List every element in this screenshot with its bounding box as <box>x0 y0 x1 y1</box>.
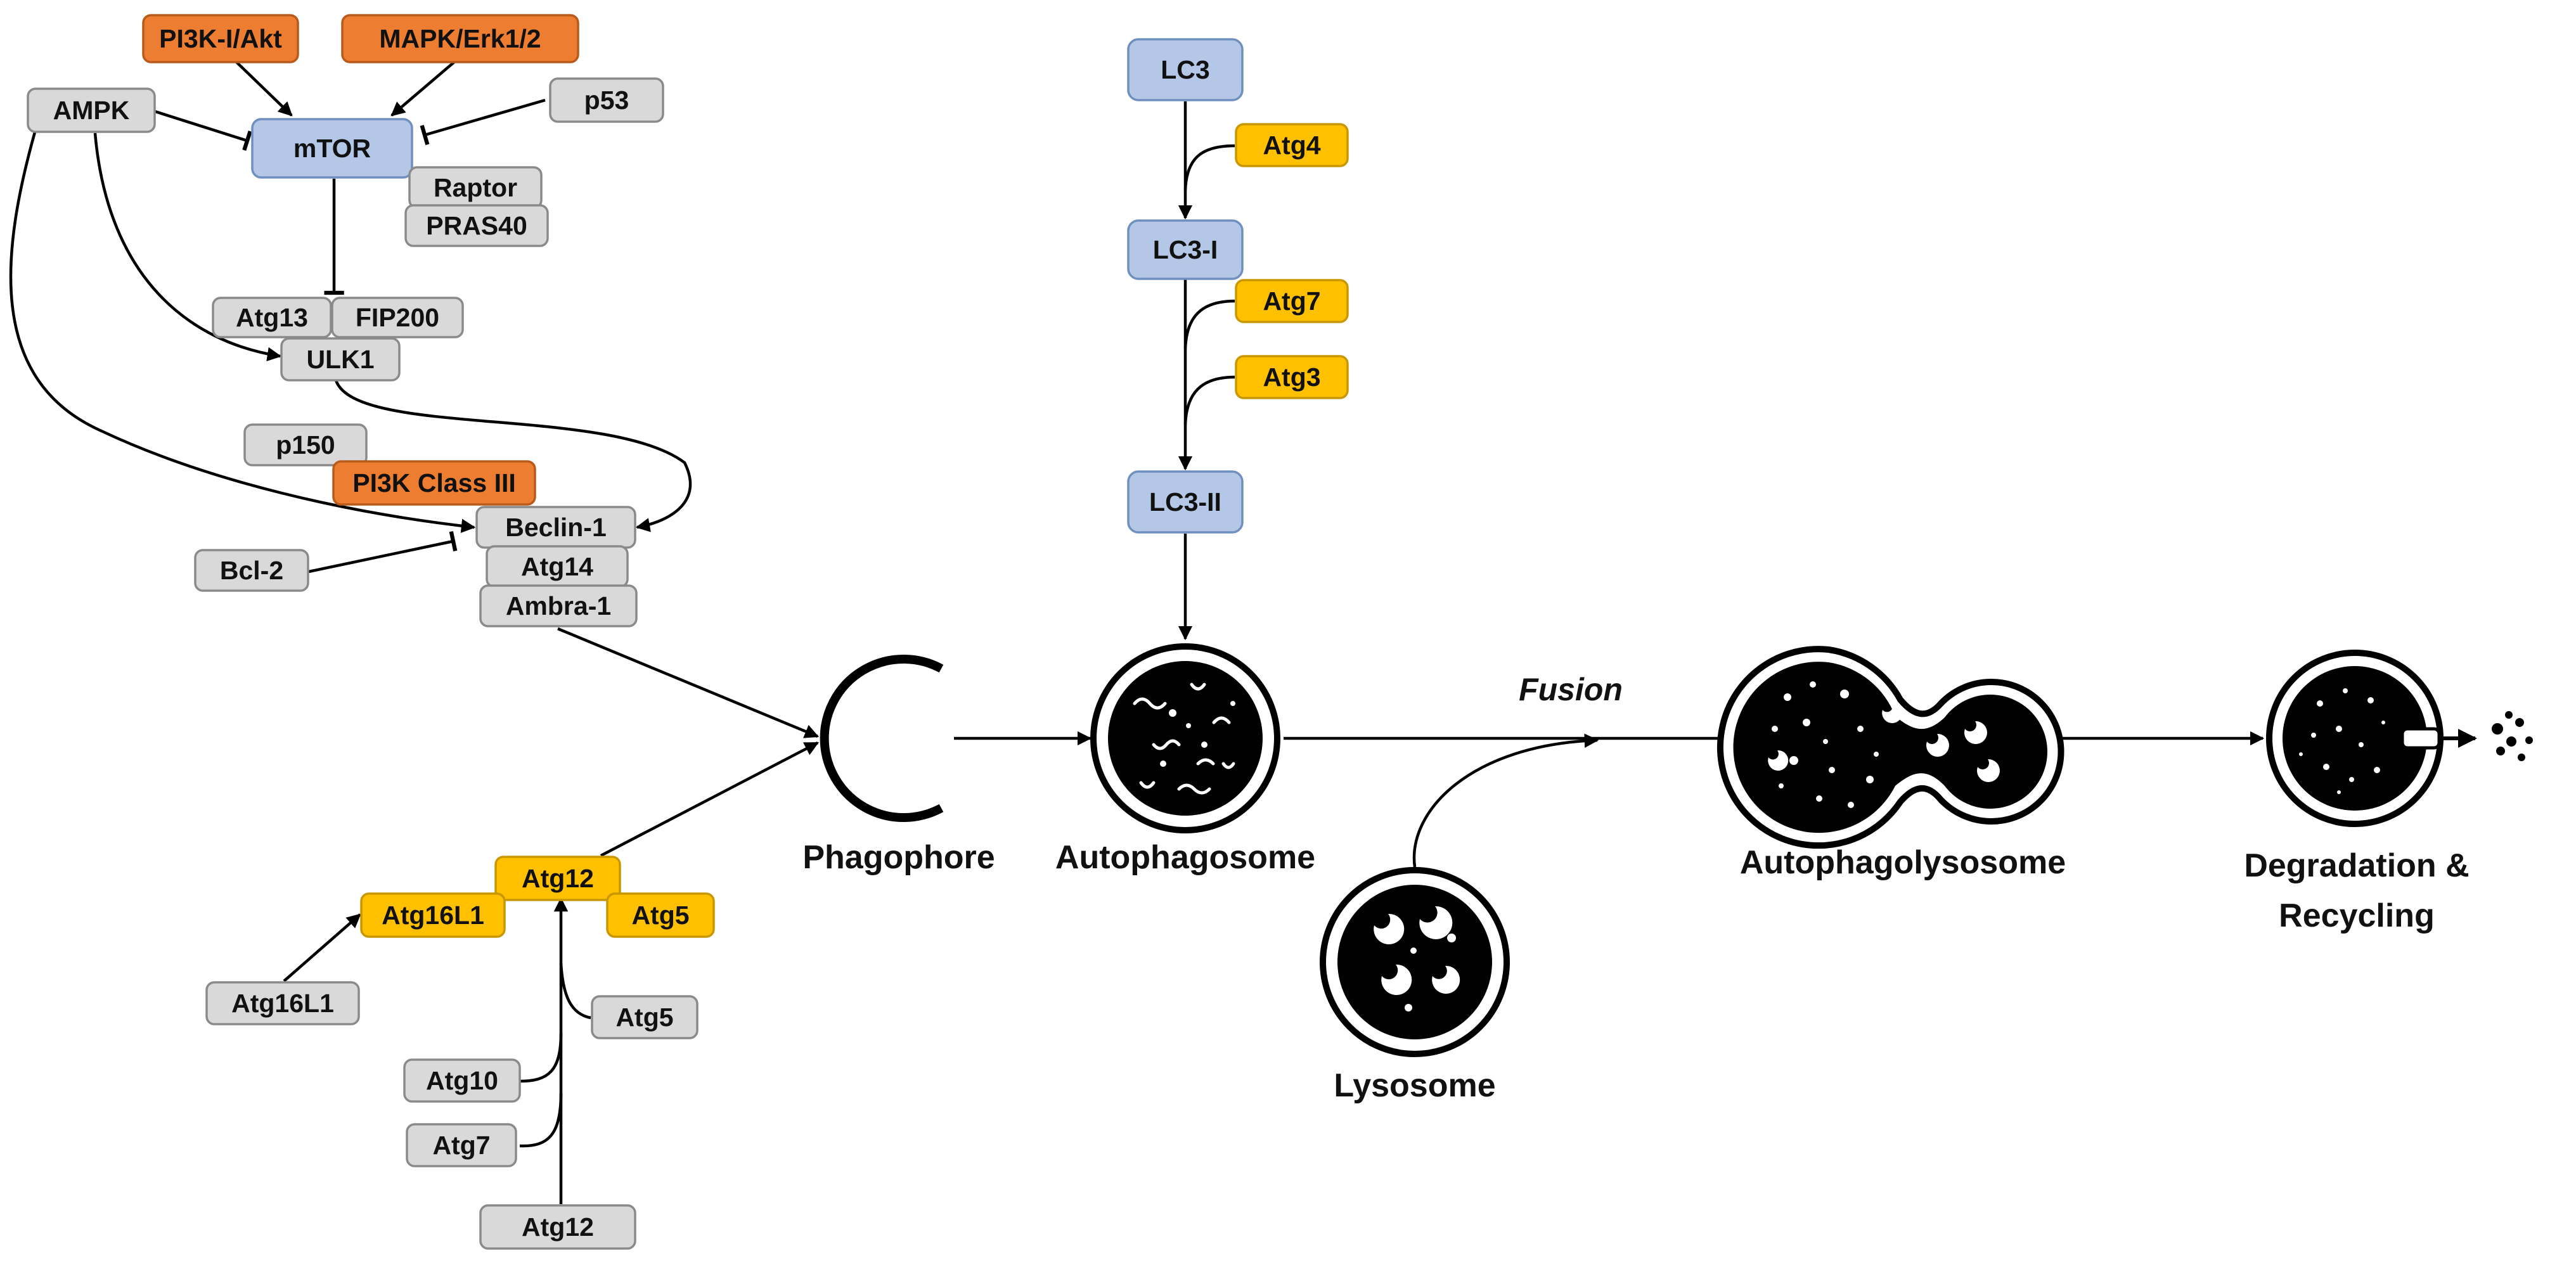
edges <box>9 59 2265 1204</box>
node-atg5-complex: Atg5 <box>606 892 715 938</box>
autophagolysosome-icon <box>1716 646 2064 849</box>
node-pi3k-class-iii: PI3K Class III <box>332 460 536 506</box>
node-label: Atg3 <box>1263 363 1320 392</box>
node-label: p150 <box>276 430 335 459</box>
node-lc3-i: LC3-I <box>1127 219 1244 280</box>
node-ambra1: Ambra-1 <box>479 584 638 627</box>
edge-lysosome-fusion <box>1412 733 1599 868</box>
edge-mapk-to-mtor <box>390 59 458 117</box>
node-label: Ambra-1 <box>506 591 611 620</box>
edge-bcl2-inhibits-beclin1 <box>308 530 458 574</box>
degradation-icon <box>2266 650 2533 827</box>
edge-atg16l1-to-complex <box>283 913 361 982</box>
node-mtor: mTOR <box>251 118 413 179</box>
nodes: PI3K-I/Akt MAPK/Erk1/2 AMPK p53 mTOR Rap… <box>27 14 1349 1250</box>
node-atg12-complex: Atg12 <box>494 856 621 901</box>
node-lc3: LC3 <box>1127 38 1244 101</box>
node-label: AMPK <box>53 96 130 125</box>
phagophore-label: Phagophore <box>802 839 995 876</box>
node-label: Raptor <box>434 173 517 202</box>
node-atg7-lc3: Atg7 <box>1235 279 1349 323</box>
node-label: Atg16L1 <box>382 901 484 930</box>
edge-atg5-into-conjugation <box>559 963 591 1020</box>
lysosome-icon <box>1320 867 1510 1057</box>
edge-ampk-to-beclin1 <box>9 125 476 533</box>
autophagosome-label: Autophagosome <box>1055 839 1315 876</box>
edge-atg7-into-lc3 <box>1183 299 1235 349</box>
node-atg7: Atg7 <box>406 1123 517 1167</box>
edge-ampk-to-ulk1 <box>93 132 282 362</box>
node-label: Beclin-1 <box>505 513 607 542</box>
edge-atg12-complex-to-phagophore <box>600 742 819 857</box>
node-label: PI3K Class III <box>352 468 516 498</box>
lysosome-label: Lysosome <box>1334 1067 1495 1104</box>
node-atg16l1-complex: Atg16L1 <box>360 892 506 938</box>
edge-atg10-into-conjugation <box>519 1032 563 1083</box>
edge-p53-inhibits-mtor <box>420 98 546 146</box>
node-label: ULK1 <box>306 345 374 374</box>
node-label: Atg7 <box>1263 286 1320 316</box>
node-label: Atg12 <box>522 1212 594 1242</box>
node-label: Atg5 <box>631 901 689 930</box>
node-atg5: Atg5 <box>591 995 699 1039</box>
node-p150: p150 <box>243 423 368 466</box>
node-label: Atg4 <box>1263 131 1320 160</box>
node-label: Bcl-2 <box>220 556 283 585</box>
node-label: mTOR <box>293 134 371 163</box>
node-ulk1: ULK1 <box>280 337 401 382</box>
node-beclin1: Beclin-1 <box>475 506 636 549</box>
node-label: LC3-I <box>1153 235 1218 264</box>
edge-atg7-into-conjugation <box>519 1093 563 1148</box>
node-bcl2: Bcl-2 <box>194 549 309 592</box>
node-label: Atg14 <box>521 552 593 581</box>
node-label: MAPK/Erk1/2 <box>379 24 541 53</box>
fusion-label: Fusion <box>1519 672 1623 707</box>
node-p53: p53 <box>549 77 664 123</box>
autophagolysosome-label: Autophagolysosome <box>1740 844 2066 881</box>
node-atg10: Atg10 <box>403 1058 521 1103</box>
node-fip200: FIP200 <box>331 297 464 338</box>
node-mapk-erk: MAPK/Erk1/2 <box>341 14 579 63</box>
edge-ulk1-to-beclin1 <box>334 380 692 532</box>
node-label: Atg5 <box>615 1003 673 1032</box>
edge-pi3k-akt-to-mtor <box>233 59 293 117</box>
node-ampk: AMPK <box>27 87 156 133</box>
edge-beclin-complex-to-phagophore <box>557 627 820 738</box>
node-label: Atg12 <box>522 864 594 893</box>
node-label: PRAS40 <box>426 211 527 240</box>
node-label: LC3 <box>1161 55 1209 84</box>
node-label: FIP200 <box>356 303 439 332</box>
node-atg4: Atg4 <box>1235 123 1349 167</box>
degradation-label-line1: Degradation & <box>2244 847 2469 884</box>
phagophore-icon <box>820 655 944 822</box>
node-label: LC3-II <box>1149 487 1221 517</box>
node-label: PI3K-I/Akt <box>159 24 282 53</box>
node-atg12: Atg12 <box>479 1204 636 1250</box>
node-raptor: Raptor <box>408 166 543 209</box>
autophagosome-icon <box>1090 643 1280 833</box>
node-label: Atg7 <box>432 1131 490 1160</box>
node-label: Atg16L1 <box>231 989 334 1018</box>
edge-atg4-into-lc3 <box>1183 144 1235 191</box>
node-atg3: Atg3 <box>1235 355 1349 399</box>
node-label: Atg13 <box>236 303 308 332</box>
node-pi3k-akt: PI3K-I/Akt <box>142 14 299 63</box>
node-label: Atg10 <box>426 1066 498 1095</box>
edge-ampk-inhibits-mtor <box>155 110 252 151</box>
node-atg16l1: Atg16L1 <box>205 981 360 1025</box>
node-pras40: PRAS40 <box>404 204 549 247</box>
node-atg13: Atg13 <box>212 297 332 338</box>
node-lc3-ii: LC3-II <box>1127 470 1244 534</box>
node-label: p53 <box>584 86 629 115</box>
degradation-label-line2: Recycling <box>2279 897 2435 934</box>
node-atg14: Atg14 <box>486 545 629 588</box>
edge-atg3-into-lc3 <box>1183 375 1235 425</box>
